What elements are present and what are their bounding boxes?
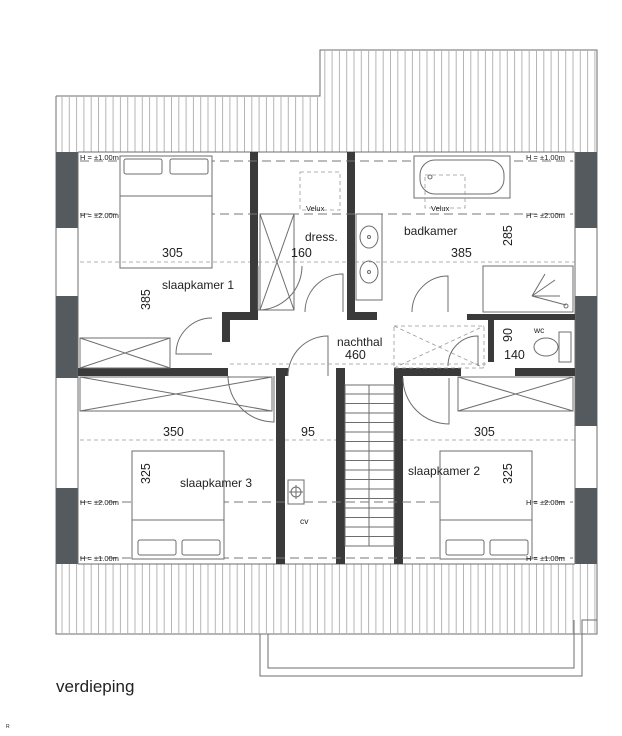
dim-bad-width: 385 bbox=[451, 246, 472, 260]
label-velux-dress: Velux bbox=[306, 204, 325, 213]
corner-mark: R bbox=[6, 724, 10, 730]
label-wc: wc bbox=[533, 325, 545, 335]
height-br-200: H = ±2.00m bbox=[526, 498, 565, 507]
label-slaapkamer-3: slaapkamer 3 bbox=[180, 476, 252, 490]
shower bbox=[482, 265, 574, 313]
dim-sk3-width: 350 bbox=[163, 425, 184, 439]
roof-outline bbox=[55, 49, 598, 635]
toilet bbox=[533, 331, 572, 363]
dim-bad-depth: 285 bbox=[501, 225, 515, 246]
bathtub bbox=[413, 155, 511, 199]
bed-slaapkamer-1 bbox=[119, 155, 213, 269]
roof-hatching-bottom bbox=[61, 564, 596, 634]
label-dress: dress. bbox=[305, 230, 338, 244]
staircase bbox=[344, 384, 395, 547]
height-tl-100: H = ±1.00m bbox=[80, 153, 119, 162]
vanity-sinks bbox=[355, 213, 383, 301]
height-tr-100: H = ±1.00m bbox=[526, 153, 565, 162]
dim-cv-width: 95 bbox=[301, 425, 315, 439]
room-outlines bbox=[77, 151, 576, 565]
bed-slaapkamer-3 bbox=[131, 450, 225, 560]
knee-walls bbox=[55, 152, 598, 564]
label-nachthal: nachthal bbox=[337, 335, 382, 349]
height-bl-100: H = ±1.00m bbox=[80, 554, 119, 563]
height-tl-200: H = ±2.00m bbox=[80, 211, 119, 220]
dim-wc-width: 140 bbox=[504, 348, 525, 362]
height-br-100: H = ±1.00m bbox=[526, 554, 565, 563]
attic-hatch bbox=[393, 325, 485, 369]
label-cv: cv bbox=[300, 516, 309, 526]
dim-sk1-width: 305 bbox=[162, 246, 183, 260]
floor-caption: verdieping bbox=[56, 677, 134, 696]
balcony bbox=[259, 619, 597, 677]
dim-dress-width: 160 bbox=[291, 246, 312, 260]
roof-hatching-top bbox=[61, 50, 596, 152]
label-velux-bad: Velux bbox=[431, 204, 450, 213]
cv-unit bbox=[287, 479, 305, 505]
dim-sk3-depth: 325 bbox=[139, 463, 153, 484]
dressing-rails bbox=[299, 171, 466, 211]
dim-sk2-width: 305 bbox=[474, 425, 495, 439]
height-tr-200: H = ±2.00m bbox=[526, 211, 565, 220]
height-bl-200: H = ±2.00m bbox=[80, 498, 119, 507]
dim-nachthal-width: 460 bbox=[345, 348, 366, 362]
label-slaapkamer-1: slaapkamer 1 bbox=[162, 278, 234, 292]
bed-slaapkamer-2 bbox=[439, 450, 533, 560]
interior-walls bbox=[78, 152, 575, 564]
label-badkamer: badkamer bbox=[404, 224, 457, 238]
dim-wc-depth: 90 bbox=[501, 328, 515, 342]
labels: slaapkamer 1 slaapkamer 3 slaapkamer 2 d… bbox=[6, 153, 565, 730]
dim-sk1-depth: 385 bbox=[139, 289, 153, 310]
door-swings bbox=[175, 265, 479, 425]
label-slaapkamer-2: slaapkamer 2 bbox=[408, 464, 480, 478]
dimension-lines bbox=[80, 261, 575, 441]
dim-sk2-depth: 325 bbox=[501, 463, 515, 484]
